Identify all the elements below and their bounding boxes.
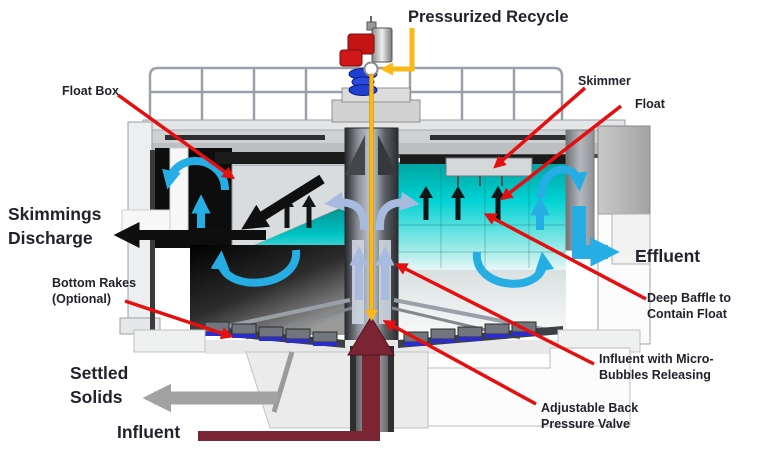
label-skimmings-discharge: Skimmings Discharge bbox=[8, 204, 102, 248]
recycle-valve-port bbox=[363, 61, 379, 77]
skimmer-pointer bbox=[493, 86, 587, 169]
annotation-arrows bbox=[116, 86, 647, 406]
foundation bbox=[133, 329, 641, 432]
motor-assembly bbox=[331, 16, 421, 123]
label-effluent: Effluent bbox=[635, 246, 701, 266]
float-box-arrow bbox=[241, 174, 325, 230]
internal-flow-arrows bbox=[324, 191, 420, 300]
flow-arrows bbox=[113, 28, 620, 441]
bottom-rakes-pointer bbox=[124, 299, 234, 340]
label-deep-baffle: Deep Baffle to Contain Float bbox=[647, 291, 732, 322]
label-settled-solids: Settled Solids bbox=[70, 363, 129, 407]
skimmer-carriage bbox=[445, 157, 533, 186]
water-circulation-arrows bbox=[162, 156, 588, 288]
float-pointer bbox=[500, 104, 623, 201]
label-skimmer: Skimmer bbox=[578, 74, 631, 88]
label-float: Float bbox=[635, 97, 665, 111]
recycle-pipe bbox=[365, 28, 415, 321]
label-influent: Influent bbox=[117, 422, 181, 442]
label-bottom-rakes: Bottom Rakes (Optional) bbox=[52, 276, 137, 307]
label-influent-micro-bubbles: Influent with Micro- Bubbles Releasing bbox=[599, 352, 714, 383]
label-float-box: Float Box bbox=[62, 84, 119, 98]
label-adjustable-back-pressure: Adjustable Back Pressure Valve bbox=[541, 401, 639, 432]
label-pressurized-recycle: Pressurized Recycle bbox=[408, 8, 569, 26]
back-pressure-valve-pointer bbox=[382, 320, 537, 406]
deep-baffle-pointer bbox=[483, 213, 647, 301]
float-box-pointer bbox=[116, 93, 236, 180]
influent-arrow bbox=[198, 316, 395, 441]
float-rise-arrows bbox=[280, 186, 505, 228]
influent-micro-pointer bbox=[394, 263, 595, 366]
effluent-arrow bbox=[572, 206, 620, 267]
